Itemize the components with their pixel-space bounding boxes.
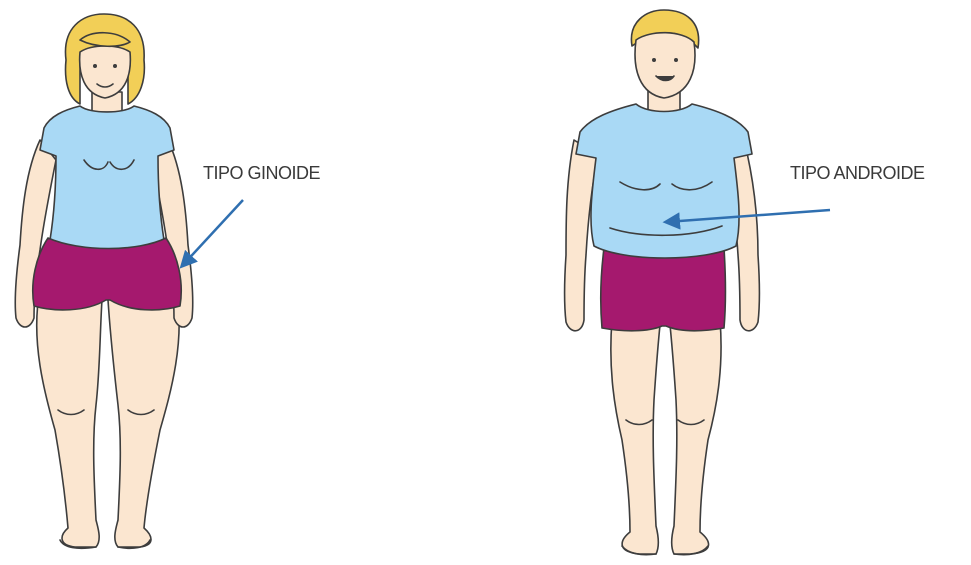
android-shorts <box>601 248 726 331</box>
android-right-leg <box>670 320 721 554</box>
gynoid-right-leg <box>108 290 179 547</box>
gynoid-shorts <box>33 238 181 310</box>
gynoid-figure <box>15 14 193 548</box>
android-label: TIPO ANDROIDE <box>790 163 925 184</box>
gynoid-face <box>80 46 131 98</box>
gynoid-label: TIPO GINOIDE <box>203 163 320 184</box>
gynoid-arrow <box>182 200 243 266</box>
android-left-leg <box>611 320 660 554</box>
android-figure <box>565 10 760 555</box>
gynoid-left-leg <box>37 290 102 547</box>
android-face <box>635 33 695 98</box>
gynoid-shirt <box>40 106 174 252</box>
